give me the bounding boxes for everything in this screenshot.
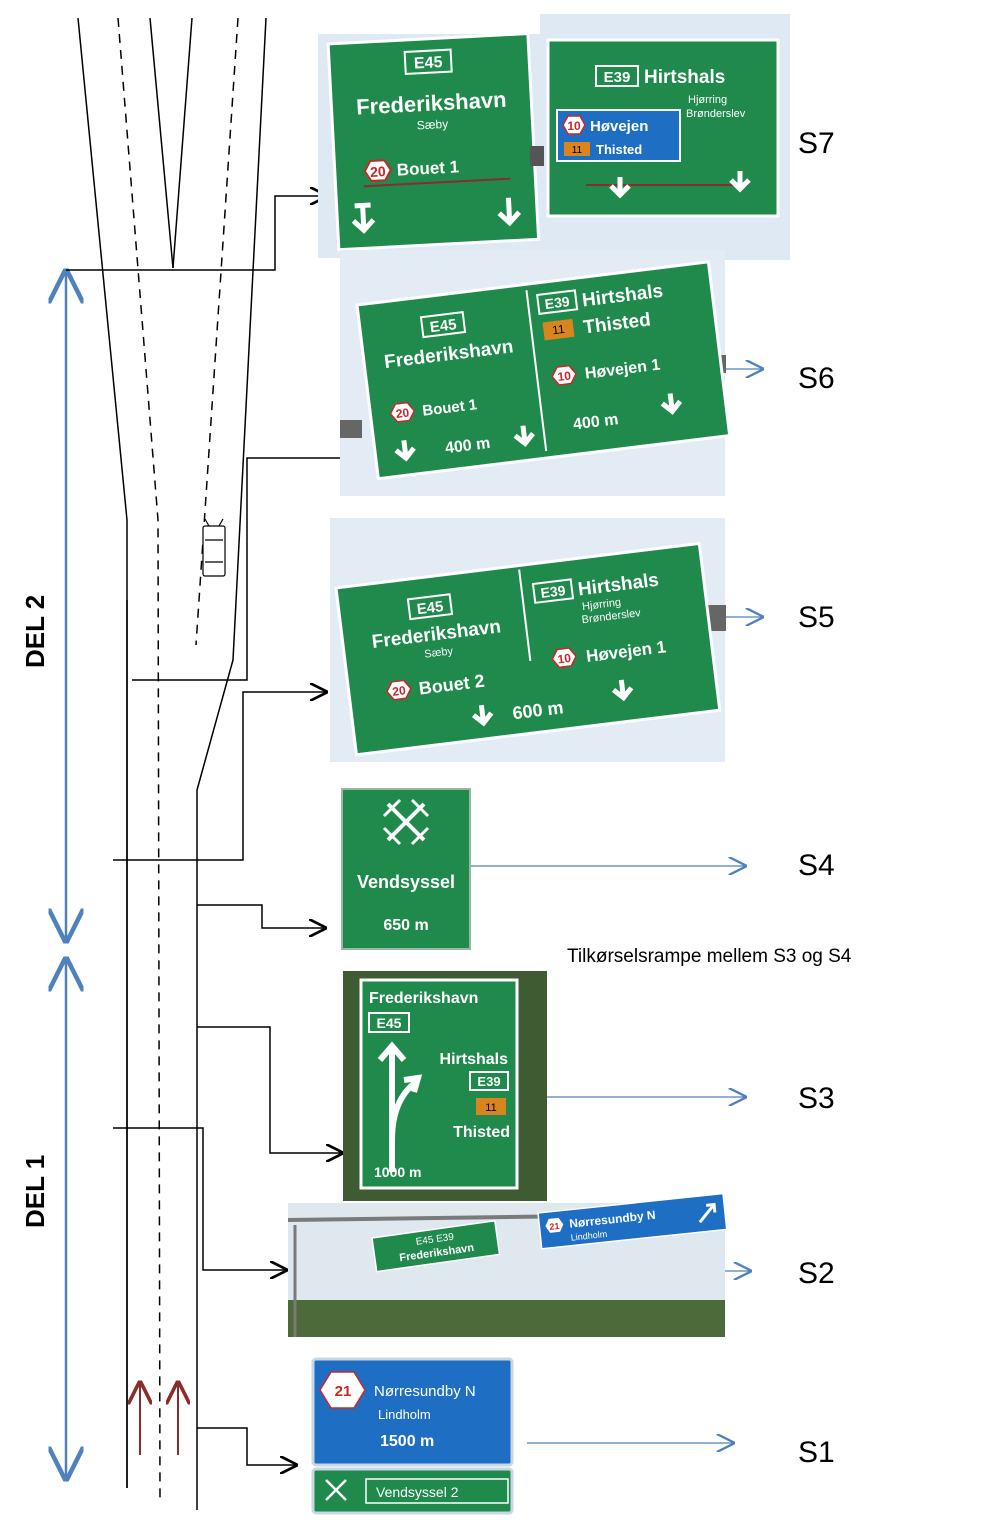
connector-s5 bbox=[113, 692, 326, 861]
s5-right-road-num: 10 bbox=[557, 651, 572, 667]
sign-s3: Frederikshavn E45 Hirtshals E39 11 Thist… bbox=[343, 971, 547, 1201]
s1-dist: 1500 m bbox=[380, 1433, 434, 1450]
s7-left-route: E45 bbox=[414, 54, 443, 72]
s3-city-right: Hirtshals bbox=[440, 1051, 509, 1068]
s6-left-route: E45 bbox=[429, 316, 458, 336]
road-edge-left bbox=[77, 17, 128, 1488]
s2-right-sub: Lindholm bbox=[570, 1229, 607, 1243]
label-s5: S5 bbox=[798, 601, 835, 634]
car-icon bbox=[202, 518, 226, 577]
sign-s1-bottom-panel bbox=[311, 1467, 514, 1515]
s3-route-top: E45 bbox=[377, 1015, 402, 1031]
sign-s2-right-panel bbox=[537, 1192, 728, 1250]
label-s3: S3 bbox=[798, 1082, 835, 1115]
s2-right-num: 21 bbox=[549, 1221, 560, 1232]
connector-s2 bbox=[113, 1127, 286, 1270]
connector-s7 bbox=[66, 196, 326, 271]
s7-left-road-name: Bouet 1 bbox=[396, 157, 459, 179]
s3-road-num: 11 bbox=[485, 1102, 496, 1114]
interchange-icon bbox=[382, 798, 430, 846]
sign-s7-left-panel bbox=[326, 31, 541, 252]
s6-left-dist: 400 m bbox=[444, 435, 491, 457]
connector-s1 bbox=[197, 1427, 296, 1465]
sign-s7: E45 Frederikshavn Sæby 20 Bouet 1 E39 Hi… bbox=[318, 14, 790, 260]
s7-right-town-1: Hjørring bbox=[688, 94, 727, 106]
label-s1: S1 bbox=[798, 1436, 835, 1469]
sign-s3-panel bbox=[359, 978, 519, 1190]
s5-left-sub: Sæby bbox=[424, 645, 454, 660]
connector-s3 bbox=[197, 1026, 342, 1153]
s1-sub: Lindholm bbox=[378, 1407, 431, 1422]
s4-dist: 650 m bbox=[383, 917, 428, 934]
s2-left-routes: E45 E39 bbox=[415, 1232, 455, 1248]
s7-right-road-name: Høvejen bbox=[590, 118, 648, 135]
s3-dist: 1000 m bbox=[374, 1164, 421, 1180]
sign-s5: E45 Frederikshavn Sæby 20 Bouet 2 600 m … bbox=[330, 518, 726, 762]
s7-right-city: Hirtshals bbox=[644, 67, 725, 88]
s4-name: Vendsyssel bbox=[357, 872, 455, 892]
label-s6: S6 bbox=[798, 362, 835, 395]
s3-route-right: E39 bbox=[477, 1074, 500, 1089]
s5-left-road-num: 20 bbox=[392, 683, 407, 699]
s3-city-bottom: Thisted bbox=[453, 1124, 510, 1141]
s7-right-road-num: 10 bbox=[567, 119, 581, 133]
sign-s4: Vendsyssel 650 m bbox=[341, 788, 471, 950]
s7-right-road2-name: Thisted bbox=[596, 142, 642, 157]
s7-right-route: E39 bbox=[604, 69, 631, 86]
lane-divider-right bbox=[195, 17, 239, 646]
interchange-small-icon bbox=[325, 1479, 347, 1501]
s5-right-route: E39 bbox=[540, 582, 567, 601]
s6-left-road-name: Bouet 1 bbox=[421, 396, 478, 420]
label-s7: S7 bbox=[798, 127, 835, 160]
s5-left-route: E45 bbox=[416, 598, 445, 618]
connector-s4 bbox=[197, 904, 325, 928]
road-lines bbox=[77, 17, 267, 1510]
s7-right-town-2: Brønderslev bbox=[686, 108, 746, 120]
sign-s6-panel bbox=[355, 260, 732, 481]
gore-left bbox=[149, 17, 174, 269]
s5-right-town-1: Hjørring bbox=[581, 596, 621, 613]
label-arrows bbox=[470, 369, 762, 1443]
sign-s1: 21 Nørresundby N Lindholm 1500 m Vendsys… bbox=[311, 1357, 514, 1515]
s6-left-road-num: 20 bbox=[395, 405, 410, 421]
s6-right-road2-num: 11 bbox=[551, 322, 565, 337]
sign-s2-left-panel bbox=[371, 1219, 501, 1273]
s6-right-dist: 400 m bbox=[572, 411, 619, 433]
s7-left-road-num: 20 bbox=[370, 163, 387, 180]
s7-left-sub: Sæby bbox=[416, 117, 448, 133]
s6-right-route: E39 bbox=[544, 293, 571, 312]
ramp-note: Tilkørselsrampe mellem S3 og S4 bbox=[567, 946, 852, 967]
sign-connectors bbox=[66, 196, 360, 1465]
gore-right bbox=[172, 17, 193, 269]
del1-label: DEL 1 bbox=[20, 1155, 50, 1228]
sign-s2: E45 E39 Frederikshavn 21 Nørresundby N L… bbox=[287, 1192, 728, 1337]
s1-city: Nørresundby N bbox=[374, 1383, 476, 1400]
sign-s4-panel bbox=[341, 788, 471, 950]
label-s2: S2 bbox=[798, 1257, 835, 1290]
lane-divider-left bbox=[117, 17, 161, 1501]
s1-road-num: 21 bbox=[335, 1383, 352, 1400]
s7-right-road2-num: 11 bbox=[572, 145, 583, 156]
del2-label: DEL 2 bbox=[20, 595, 50, 668]
s1-bottom-text: Vendsyssel 2 bbox=[376, 1484, 459, 1500]
connector-s6 bbox=[132, 458, 360, 681]
label-s4: S4 bbox=[798, 849, 835, 882]
sign-s6: E45 Frederikshavn 20 Bouet 1 400 m E39 H… bbox=[340, 250, 732, 496]
road-edge-right bbox=[196, 17, 267, 1510]
s3-city-top: Frederikshavn bbox=[369, 990, 478, 1007]
s6-right-road-num: 10 bbox=[557, 368, 572, 384]
